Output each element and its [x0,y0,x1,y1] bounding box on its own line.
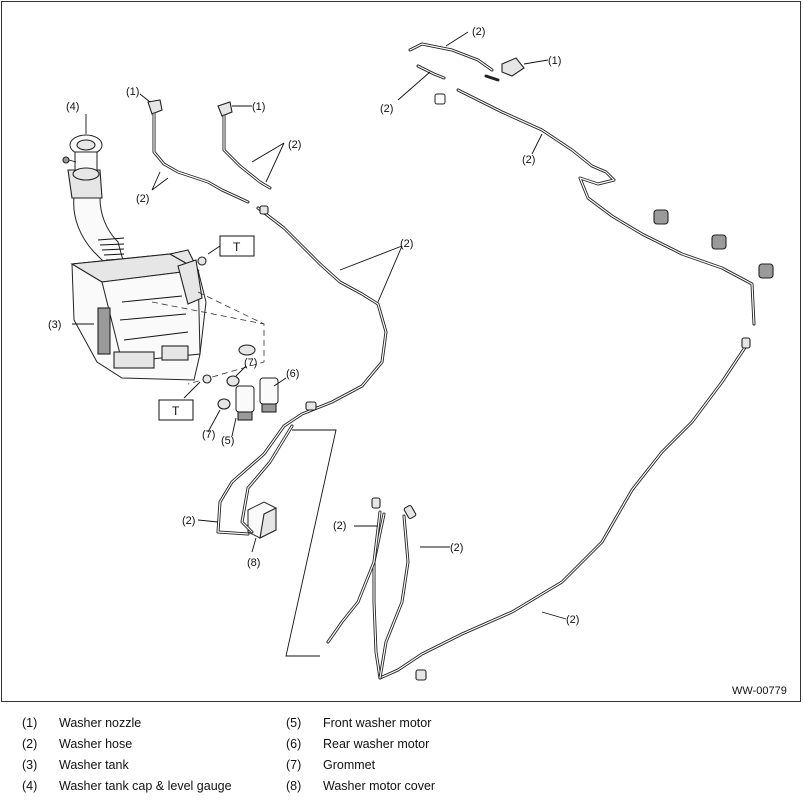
callout-8: (8) [247,557,260,569]
callout-3: (3) [48,319,61,331]
legend-label: Rear washer motor [323,737,430,751]
callout-2-rear: (2) [522,154,535,166]
callout-2-lowleft: (2) [333,520,346,532]
callout-7-top: (7) [244,357,257,369]
callout-labels: (1) (1) (1) (2) (2) (2) (2) (2) (2) (2) … [48,26,579,626]
callout-2-main: (2) [400,238,413,250]
washer-system-diagram: (1) (1) (1) (2) (2) (2) (2) (2) (2) (2) … [48,26,787,697]
washer-hoses [152,42,756,681]
torque-mark-lower: T [172,404,180,418]
callout-2-cover: (2) [182,515,195,527]
washer-tank [67,169,265,385]
legend-number: (7) [286,758,302,772]
callout-5: (5) [221,435,234,447]
torque-box-upper: T [219,235,255,257]
legend-label: Front washer motor [323,716,432,730]
parts-legend: (1) Washer nozzle (2) Washer hose (3) Wa… [22,713,782,799]
callout-2-lowmid: (2) [450,542,463,554]
legend-label: Washer nozzle [59,716,142,730]
front-washer-motor [235,385,255,421]
callout-2-nozzle: (2) [288,139,301,151]
washer-motor-cover [247,501,277,539]
legend-label: Grommet [323,758,376,772]
callout-1-mid: (1) [252,101,265,113]
legend-number: (2) [22,737,38,751]
callout-6: (6) [286,368,299,380]
grommet [217,344,256,410]
torque-mark-upper: T [233,240,241,254]
legend-number: (8) [286,779,302,793]
leader-lines [72,31,567,620]
callout-4: (4) [66,101,79,113]
callout-2-topleft: (2) [380,103,393,115]
tank-cap-level-gauge [62,134,103,181]
legend-number: (6) [286,737,302,751]
legend-number: (3) [22,758,38,772]
callout-7-bottom: (7) [202,429,215,441]
callout-2-left: (2) [136,193,149,205]
washer-nozzle [147,57,525,117]
legend-label: Washer hose [59,737,133,751]
callout-1-left: (1) [126,86,139,98]
figure-id: WW-00779 [732,685,787,697]
legend-number: (1) [22,716,38,730]
legend-label: Washer tank [59,758,129,772]
body-grommets [434,93,774,279]
callout-1-right: (1) [548,55,561,67]
callout-2-lowright: (2) [566,614,579,626]
callout-2-top: (2) [472,26,485,38]
torque-box-lower: T [158,399,194,421]
legend-label: Washer tank cap & level gauge [59,779,232,793]
diagram-frame: (1) (1) (1) (2) (2) (2) (2) (2) (2) (2) … [1,1,801,702]
tank-bolt [197,256,212,384]
legend-label: Washer motor cover [323,779,436,793]
legend-number: (5) [286,716,302,730]
legend-number: (4) [22,779,38,793]
rear-washer-motor [259,377,279,413]
